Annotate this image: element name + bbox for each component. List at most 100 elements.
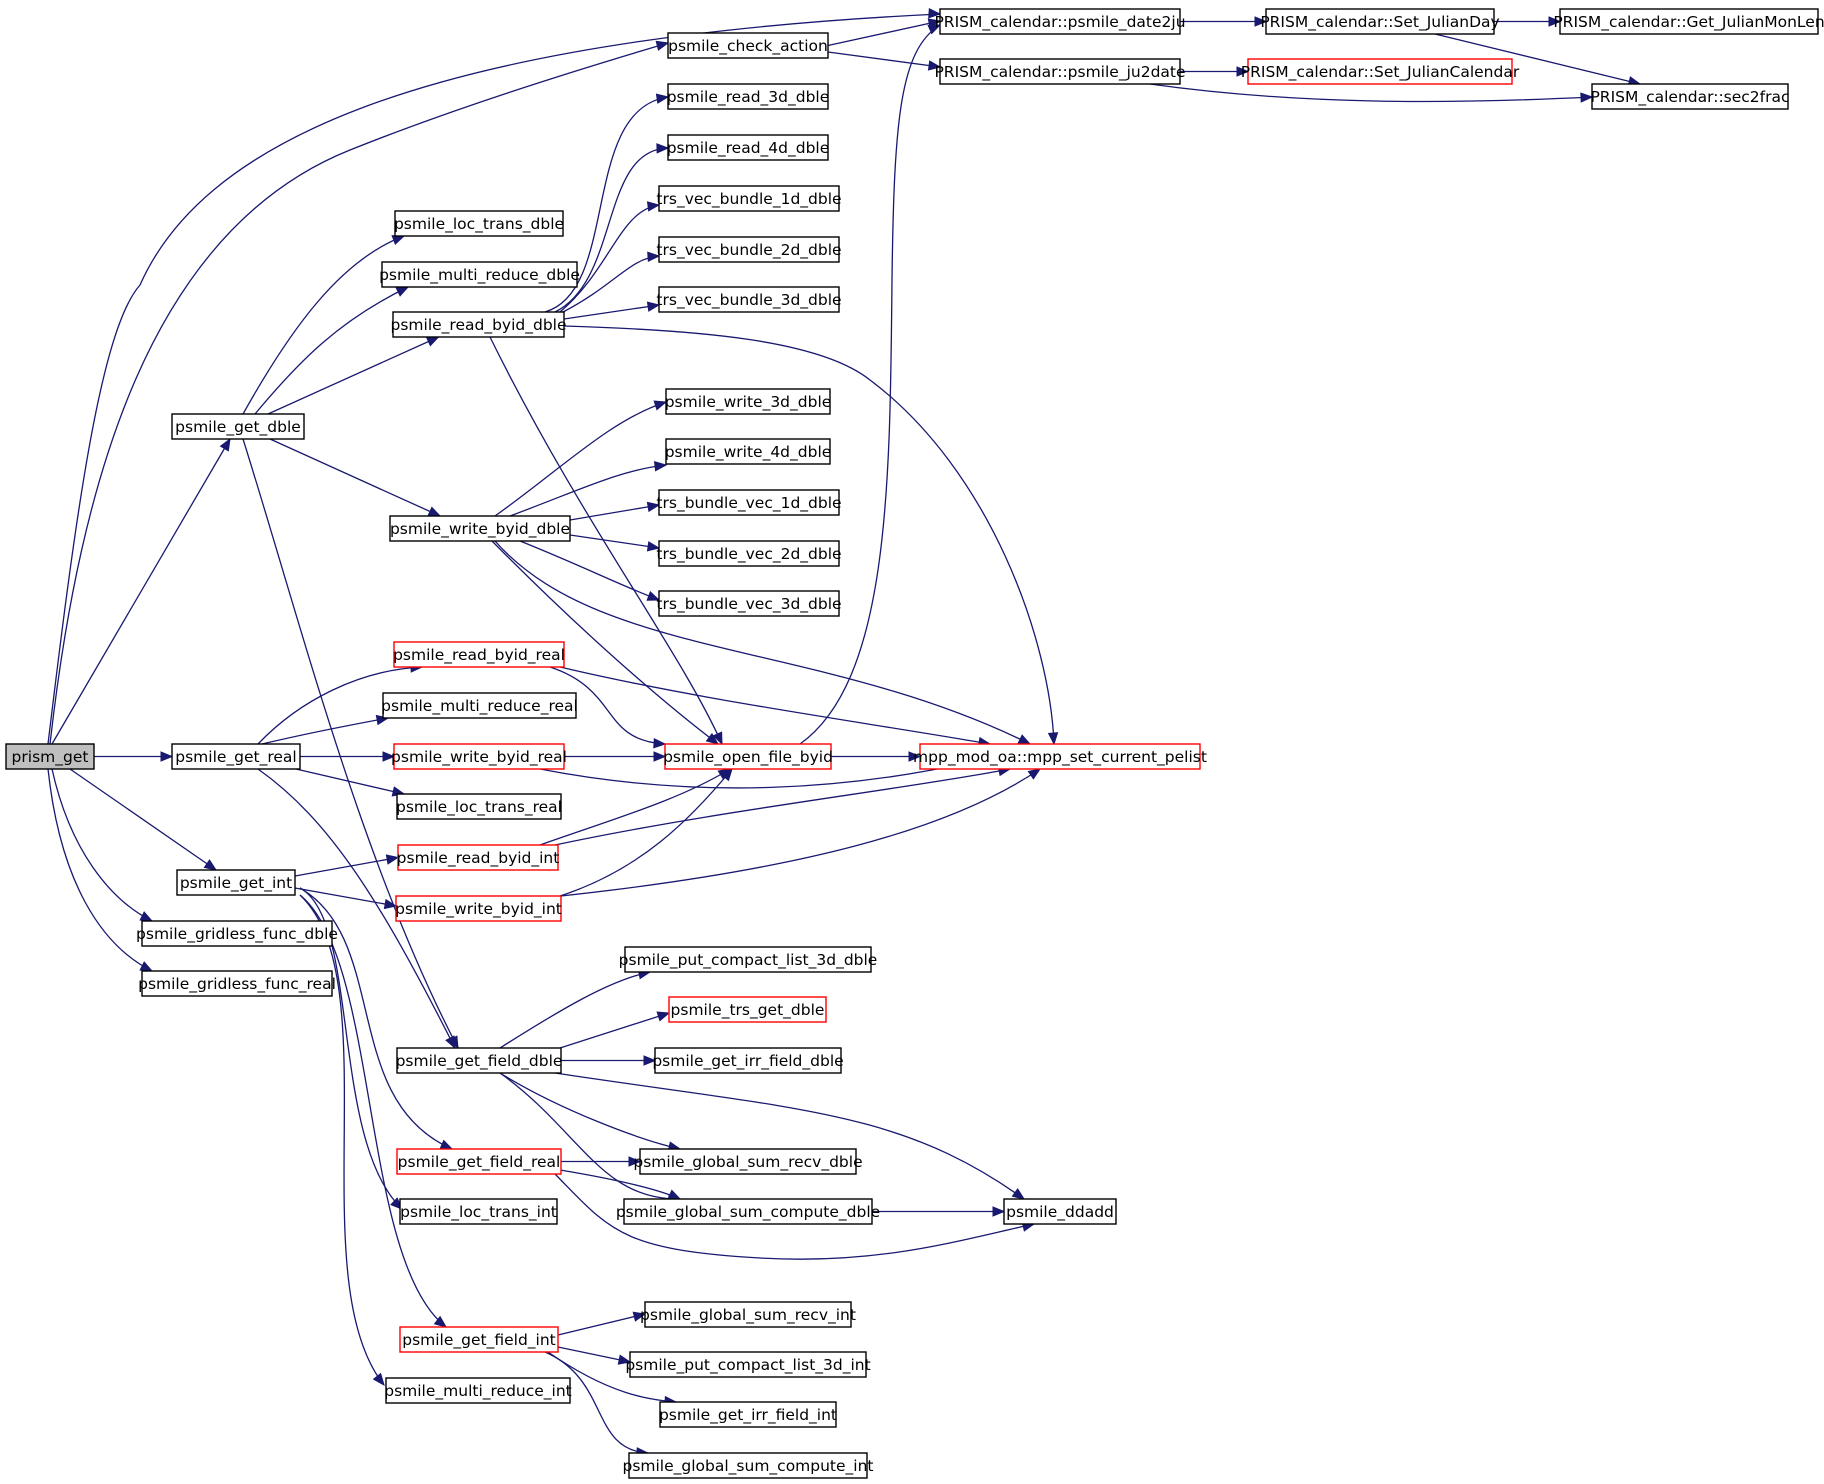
node-psmile-check-action[interactable]: psmile_check_action [667, 32, 829, 59]
node-box[interactable] [397, 844, 559, 871]
node-box[interactable] [665, 438, 831, 465]
node-get-irr-field-dble[interactable]: psmile_get_irr_field_dble [652, 1047, 844, 1074]
node-box[interactable] [654, 1047, 842, 1074]
node-box[interactable] [658, 590, 840, 617]
node-box[interactable] [389, 515, 571, 542]
node-box[interactable] [667, 32, 829, 59]
node-read-4d-dble[interactable]: psmile_read_4d_dble [667, 134, 830, 161]
node-global-sum-compute-int[interactable]: psmile_global_sum_compute_int [622, 1452, 874, 1479]
node-box[interactable] [171, 743, 301, 770]
node-box[interactable] [5, 743, 95, 770]
node-box[interactable] [396, 1148, 562, 1175]
node-box[interactable] [667, 83, 829, 110]
node-get-field-dble[interactable]: psmile_get_field_dble [396, 1047, 563, 1074]
node-box[interactable] [396, 1047, 562, 1074]
node-write-byid-real[interactable]: psmile_write_byid_real [391, 743, 567, 770]
node-write-byid-int[interactable]: psmile_write_byid_int [395, 895, 562, 922]
node-gridless-func-dble[interactable]: psmile_gridless_func_dble [136, 920, 338, 947]
node-global-sum-recv-int[interactable]: psmile_global_sum_recv_int [640, 1301, 856, 1328]
node-box[interactable] [393, 743, 565, 770]
node-box[interactable] [629, 1351, 867, 1378]
node-trs-bundle-vec-2d-dble[interactable]: trs_bundle_vec_2d_dble [656, 540, 842, 567]
node-multi-reduce-int[interactable]: psmile_multi_reduce_int [384, 1377, 572, 1404]
node-box[interactable] [141, 920, 333, 947]
node-box[interactable] [664, 743, 832, 770]
node-get-irr-field-int[interactable]: psmile_get_irr_field_int [659, 1401, 837, 1428]
node-sec2frac[interactable]: PRISM_calendar::sec2frac [1590, 83, 1790, 110]
node-box[interactable] [668, 996, 827, 1023]
node-put-compact-list-3d-dble[interactable]: psmile_put_compact_list_3d_dble [619, 946, 878, 973]
node-box[interactable] [939, 8, 1181, 35]
node-box[interactable] [393, 641, 565, 668]
node-read-3d-dble[interactable]: psmile_read_3d_dble [667, 83, 830, 110]
node-box[interactable] [394, 210, 564, 237]
node-trs-get-dble[interactable]: psmile_trs_get_dble [668, 996, 827, 1023]
node-set-julianday[interactable]: PRISM_calendar::Set_JulianDay [1260, 8, 1500, 35]
node-box[interactable] [382, 692, 577, 719]
node-box[interactable] [399, 1326, 559, 1353]
node-box[interactable] [171, 413, 305, 440]
node-box[interactable] [1591, 83, 1789, 110]
node-box[interactable] [141, 970, 333, 997]
node-box[interactable] [658, 286, 840, 313]
node-open-file-byid[interactable]: psmile_open_file_byid [663, 743, 833, 770]
node-multi-reduce-real[interactable]: psmile_multi_reduce_real [381, 692, 578, 719]
node-loc-trans-real[interactable]: psmile_loc_trans_real [396, 793, 562, 820]
node-box[interactable] [624, 946, 872, 973]
node-box[interactable] [395, 895, 562, 922]
node-box[interactable] [396, 793, 562, 820]
node-box[interactable] [667, 134, 829, 161]
node-box[interactable] [1559, 8, 1819, 35]
node-box[interactable] [1265, 8, 1495, 35]
node-gridless-func-real[interactable]: psmile_gridless_func_real [138, 970, 336, 997]
node-mpp-set-current-pelist[interactable]: mpp_mod_oa::mpp_set_current_pelist [913, 743, 1207, 770]
node-prism-get[interactable]: prism_get [5, 743, 95, 770]
node-trs-vec-bundle-1d-dble[interactable]: trs_vec_bundle_1d_dble [656, 185, 842, 212]
node-box[interactable] [939, 58, 1181, 85]
node-get-real[interactable]: psmile_get_real [171, 743, 301, 770]
node-write-4d-dble[interactable]: psmile_write_4d_dble [665, 438, 832, 465]
node-ju2date[interactable]: PRISM_calendar::psmile_ju2date [934, 58, 1186, 85]
node-box[interactable] [658, 489, 840, 516]
node-trs-bundle-vec-1d-dble[interactable]: trs_bundle_vec_1d_dble [656, 489, 842, 516]
node-box[interactable] [919, 743, 1201, 770]
node-box[interactable] [665, 388, 831, 415]
node-loc-trans-dble[interactable]: psmile_loc_trans_dble [394, 210, 564, 237]
node-box[interactable] [623, 1198, 873, 1225]
node-trs-vec-bundle-2d-dble[interactable]: trs_vec_bundle_2d_dble [656, 236, 842, 263]
node-get-int[interactable]: psmile_get_int [176, 869, 296, 896]
node-get-field-int[interactable]: psmile_get_field_int [399, 1326, 559, 1353]
node-global-sum-compute-dble[interactable]: psmile_global_sum_compute_dble [616, 1198, 880, 1225]
node-read-byid-dble[interactable]: psmile_read_byid_dble [391, 311, 567, 338]
node-trs-bundle-vec-3d-dble[interactable]: trs_bundle_vec_3d_dble [656, 590, 842, 617]
node-box[interactable] [658, 185, 840, 212]
node-read-byid-int[interactable]: psmile_read_byid_int [397, 844, 560, 871]
node-box[interactable] [644, 1301, 852, 1328]
node-box[interactable] [658, 236, 840, 263]
node-box[interactable] [639, 1148, 857, 1175]
node-set-juliancalendar[interactable]: PRISM_calendar::Set_JulianCalendar [1241, 58, 1520, 85]
node-date2ju[interactable]: PRISM_calendar::psmile_date2ju [934, 8, 1186, 35]
node-box[interactable] [1003, 1198, 1117, 1225]
node-box[interactable] [1247, 58, 1513, 85]
node-ddadd[interactable]: psmile_ddadd [1003, 1198, 1117, 1225]
node-write-3d-dble[interactable]: psmile_write_3d_dble [665, 388, 832, 415]
node-global-sum-recv-dble[interactable]: psmile_global_sum_recv_dble [633, 1148, 863, 1175]
node-box[interactable] [385, 1377, 571, 1404]
node-box[interactable] [176, 869, 296, 896]
node-put-compact-list-3d-int[interactable]: psmile_put_compact_list_3d_int [625, 1351, 871, 1378]
node-box[interactable] [628, 1452, 868, 1479]
node-box[interactable] [659, 1401, 837, 1428]
node-get-julianmonlen[interactable]: PRISM_calendar::Get_JulianMonLen [1553, 8, 1824, 35]
node-box[interactable] [399, 1198, 558, 1225]
node-write-byid-dble[interactable]: psmile_write_byid_dble [389, 515, 571, 542]
node-box[interactable] [381, 261, 578, 288]
node-get-field-real[interactable]: psmile_get_field_real [396, 1148, 562, 1175]
node-loc-trans-int[interactable]: psmile_loc_trans_int [399, 1198, 558, 1225]
node-box[interactable] [658, 540, 840, 567]
node-multi-reduce-dble[interactable]: psmile_multi_reduce_dble [379, 261, 580, 288]
node-box[interactable] [392, 311, 565, 338]
node-read-byid-real[interactable]: psmile_read_byid_real [393, 641, 565, 668]
node-trs-vec-bundle-3d-dble[interactable]: trs_vec_bundle_3d_dble [656, 286, 842, 313]
node-get-dble[interactable]: psmile_get_dble [171, 413, 305, 440]
